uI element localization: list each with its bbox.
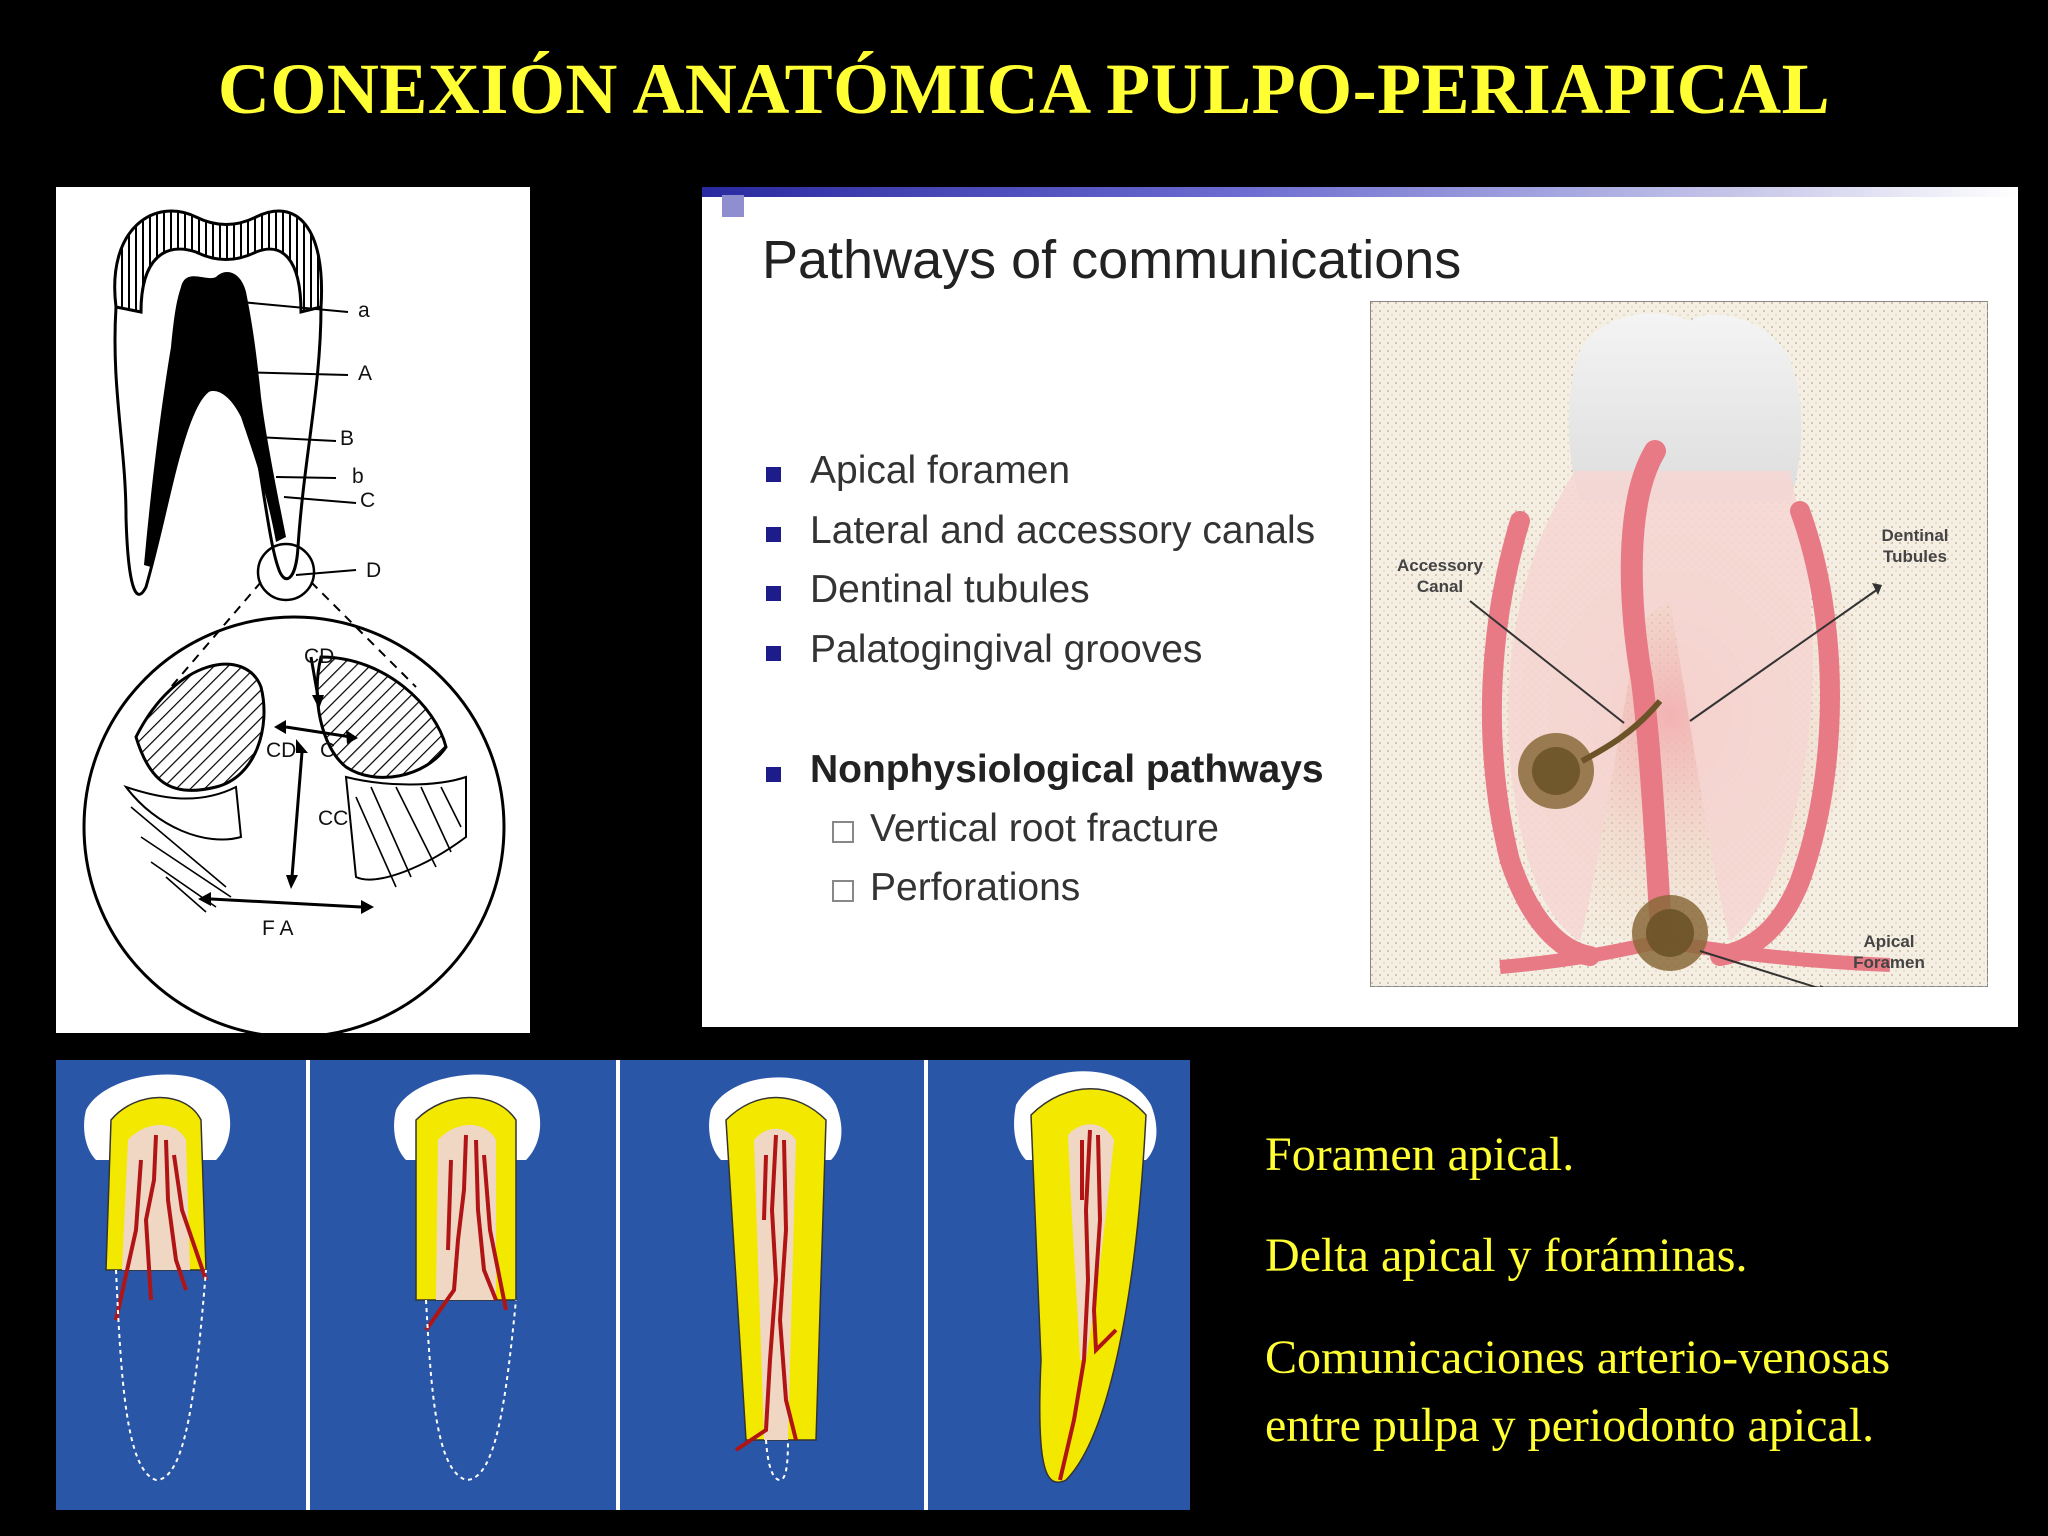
pathways-top-bar: [702, 187, 2018, 197]
pathways-corner-square: [722, 195, 744, 217]
label-a: a: [358, 299, 370, 322]
label-A: A: [358, 362, 373, 385]
label-C: C: [360, 489, 376, 512]
label-dentinal-line2: Tubules: [1883, 547, 1947, 566]
pathway-item: Lateral and accessory canals: [810, 509, 1316, 552]
label-CD-top: CD: [304, 645, 335, 668]
bullet-square-icon: [766, 767, 781, 782]
pathway-item: Apical foramen: [810, 449, 1071, 492]
vascular-stages-svg: [56, 1060, 1190, 1510]
tooth-lineart-diagram: [82, 209, 506, 1039]
label-accessory-line1: Accessory: [1396, 556, 1483, 575]
pathway-item: Dentinal tubules: [810, 568, 1090, 611]
label-FA: F A: [262, 917, 294, 940]
label-apical-foramen: Apical Foramen: [1834, 931, 1944, 973]
tooth-pathways-illustration: Accessory Canal Dentinal Tubules Apical …: [1369, 300, 1989, 994]
label-C-mid: C: [320, 739, 336, 762]
label-dentinal-line1: Dentinal: [1881, 526, 1949, 545]
label-CC: CC: [318, 807, 349, 830]
tooth-stage-1: [84, 1074, 231, 1482]
bullet-square-icon: [766, 467, 781, 482]
tooth-pathways-svg: [1369, 300, 1989, 994]
tooth-stage-2: [394, 1074, 541, 1482]
bullet-square-icon: [766, 527, 781, 542]
slide-title: CONEXIÓN ANATÓMICA PULPO-PERIAPICAL: [217, 49, 1831, 129]
label-B: B: [340, 427, 355, 450]
label-accessory-line2: Canal: [1416, 577, 1464, 596]
label-D: D: [366, 559, 382, 582]
bullet-square-icon: [766, 586, 781, 601]
pathway-item: Palatogingival grooves: [810, 628, 1203, 671]
vascular-stages-panel: [56, 1060, 1190, 1510]
tooth-stage-3: [709, 1077, 842, 1482]
tooth-lineart-panel: a A B b C D CD CD C CC F A: [56, 187, 530, 1039]
nonphysiological-item: Vertical root fracture: [870, 807, 1219, 850]
label-apical-line1: Apical: [1863, 932, 1915, 951]
tooth-stage-4: [1014, 1071, 1157, 1484]
checkbox-bullet-icon: [832, 821, 854, 843]
caption-delta-apical: Delta apical y forámi­nas.: [1265, 1229, 1748, 1282]
label-accessory-canal: Accessory Canal: [1380, 555, 1500, 597]
bullet-square-icon: [766, 646, 781, 661]
pathways-panel: Pathways of communications Apical forame…: [702, 187, 2018, 1027]
caption-comunicaciones-line1: Comunicaciones arterio-venosas: [1265, 1331, 1891, 1384]
label-b: b: [352, 465, 364, 488]
label-apical-line2: Foramen: [1853, 953, 1925, 972]
checkbox-bullet-icon: [832, 880, 854, 902]
caption-comunicaciones-line2: entre pulpa y periodonto apical.: [1265, 1399, 1875, 1452]
nonphysiological-item: Perforations: [870, 866, 1081, 909]
pathways-heading: Pathways of communications: [762, 230, 1462, 290]
caption-foramen-apical: Foramen apical.: [1265, 1128, 1575, 1181]
label-CD-mid: CD: [266, 739, 297, 762]
label-dentinal-tubules: Dentinal Tubules: [1860, 525, 1970, 567]
nonphysiological-heading: Nonphysiological pathways: [810, 748, 1324, 791]
